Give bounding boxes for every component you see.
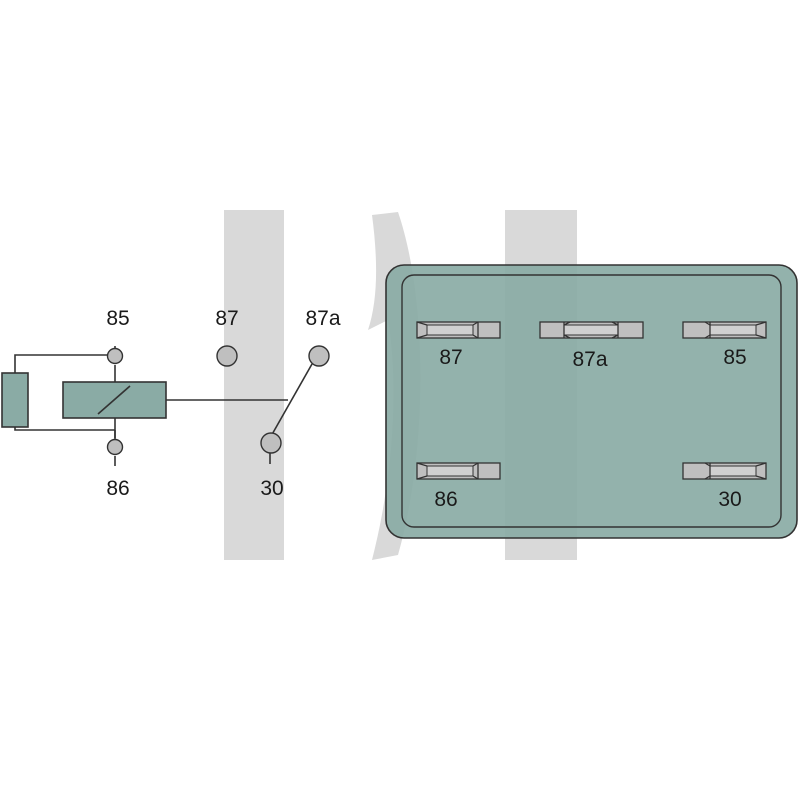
terminal-30 — [260, 432, 282, 454]
pin-blade-87a — [539, 321, 644, 339]
label-86: 86 — [106, 477, 129, 500]
watermark-left-bar — [224, 210, 284, 560]
pin-label-87a: 87a — [572, 348, 607, 371]
terminal-86 — [106, 438, 124, 456]
pin-blade-85 — [682, 321, 767, 339]
pin-label-86: 86 — [434, 488, 457, 511]
relay-housing: 87 87a 85 86 30 — [385, 264, 798, 539]
pin-label-30: 30 — [718, 488, 741, 511]
terminal-87 — [216, 345, 238, 367]
pin-label-87: 87 — [439, 346, 462, 369]
label-30: 30 — [260, 477, 283, 500]
pin-blade-30 — [682, 462, 767, 480]
pin-blade-87 — [416, 321, 501, 339]
terminal-87a — [308, 345, 330, 367]
coil-wire-top — [14, 346, 116, 375]
terminal-85 — [106, 347, 124, 365]
label-87a: 87a — [305, 307, 340, 330]
switch-arm — [269, 363, 313, 439]
coil-wire-bottom — [14, 425, 116, 455]
pin-blade-86 — [416, 462, 501, 480]
relay-schematic: 85 86 87 87a 30 — [1, 307, 341, 500]
coil-diagonal — [97, 385, 131, 415]
label-85: 85 — [106, 307, 129, 330]
pin-label-85: 85 — [723, 346, 746, 369]
housing-inner — [401, 274, 782, 528]
label-87: 87 — [215, 307, 238, 330]
load-resistor — [1, 372, 29, 428]
